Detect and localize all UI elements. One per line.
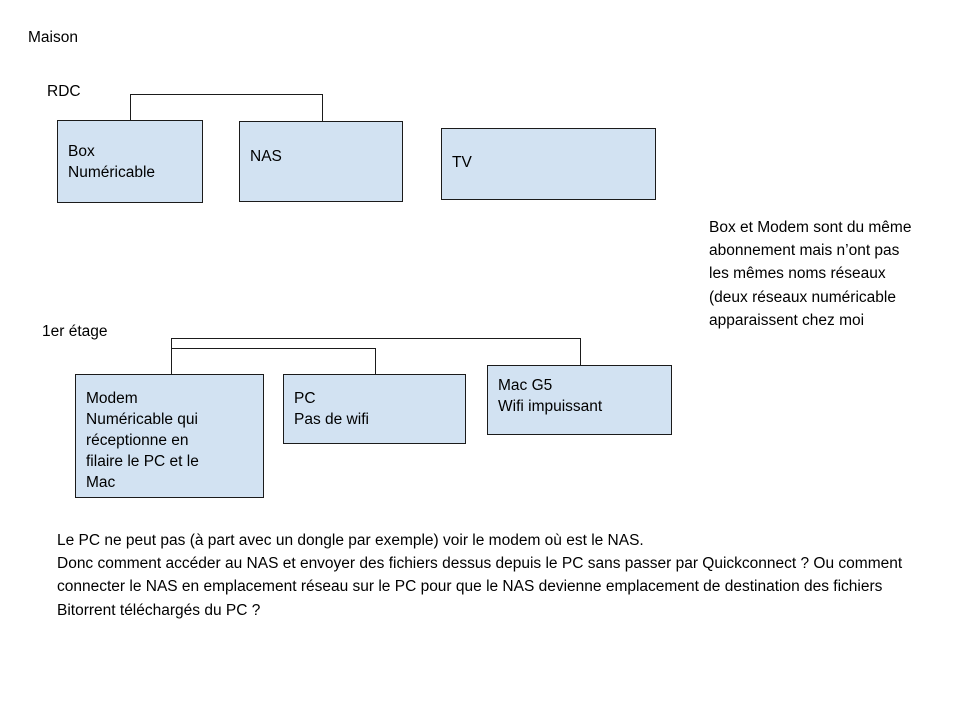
- node-mac-g5-label: Mac G5 Wifi impuissant: [498, 377, 603, 415]
- node-tv-label: TV: [452, 154, 472, 171]
- connector-etage1-outer-horizontal: [171, 338, 581, 339]
- node-tv[interactable]: TV: [441, 128, 656, 200]
- bottom-note-text: Le PC ne peut pas (à part avec un dongle…: [57, 532, 903, 619]
- node-nas[interactable]: NAS: [239, 121, 403, 202]
- node-pc[interactable]: PC Pas de wifi: [283, 374, 466, 444]
- connector-etage1-drop-modem: [171, 338, 172, 375]
- side-note-text: Box et Modem sont du même abonnement mai…: [709, 219, 916, 329]
- connector-etage1-inner-horizontal: [171, 348, 375, 349]
- floor-label-etage1: 1er étage: [42, 323, 108, 340]
- floor-label-rdc: RDC: [47, 83, 81, 100]
- node-box-numericable[interactable]: Box Numéricable: [57, 120, 203, 203]
- connector-rdc-horizontal: [130, 94, 323, 95]
- connector-rdc-drop-nas: [322, 94, 323, 121]
- node-nas-label: NAS: [250, 148, 282, 165]
- diagram-title: Maison: [28, 29, 78, 46]
- connector-etage1-drop-macg5: [580, 338, 581, 366]
- node-modem-numericable-label: Modem Numéricable qui réceptionne en fil…: [86, 390, 199, 491]
- node-mac-g5[interactable]: Mac G5 Wifi impuissant: [487, 365, 672, 435]
- node-pc-label: PC Pas de wifi: [294, 390, 369, 428]
- connector-etage1-drop-pc: [375, 348, 376, 375]
- node-box-numericable-label: Box Numéricable: [68, 143, 156, 181]
- node-modem-numericable[interactable]: Modem Numéricable qui réceptionne en fil…: [75, 374, 264, 498]
- connector-rdc-drop-box: [130, 94, 131, 121]
